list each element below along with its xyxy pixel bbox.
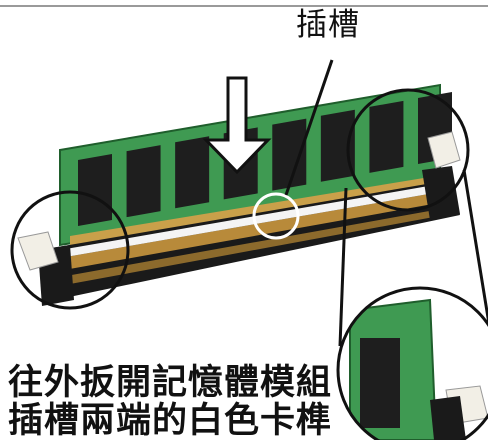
slot-notch-highlight-circle [252, 192, 300, 240]
dram-chip [320, 109, 355, 182]
left-latch-clip [17, 231, 59, 271]
instruction-line-1: 往外扳開記憶體模組 [8, 363, 333, 403]
dram-chip [78, 154, 112, 226]
callout-leader-line [284, 59, 334, 196]
instruction-text: 往外扳開記憶體模組 插槽兩端的白色卡榫 [8, 364, 332, 440]
dram-chip [369, 100, 404, 173]
zoom-connector-left [338, 187, 348, 347]
insert-down-arrow [202, 76, 272, 175]
inset-chip [360, 338, 400, 428]
zoom-connector-right [462, 169, 488, 328]
slot-pin-row-lower [66, 208, 450, 284]
dram-chip [272, 118, 307, 191]
right-latch-clip [427, 131, 461, 169]
dram-chip [175, 136, 210, 209]
inset-slot [430, 396, 466, 440]
instruction-line-2: 插槽兩端的白色卡榫 [8, 401, 333, 441]
dram-chip [126, 145, 161, 218]
dimm-module [59, 83, 452, 247]
slot-label: 插槽 [296, 7, 360, 43]
zoom-inset-circle [336, 286, 488, 440]
left-latch-highlight-circle [10, 190, 130, 310]
left-latch [17, 231, 74, 306]
right-latch-highlight-circle [346, 88, 470, 212]
slot-pin-row [60, 192, 444, 270]
zoom-inset [336, 286, 488, 440]
dram-chips [78, 92, 452, 226]
